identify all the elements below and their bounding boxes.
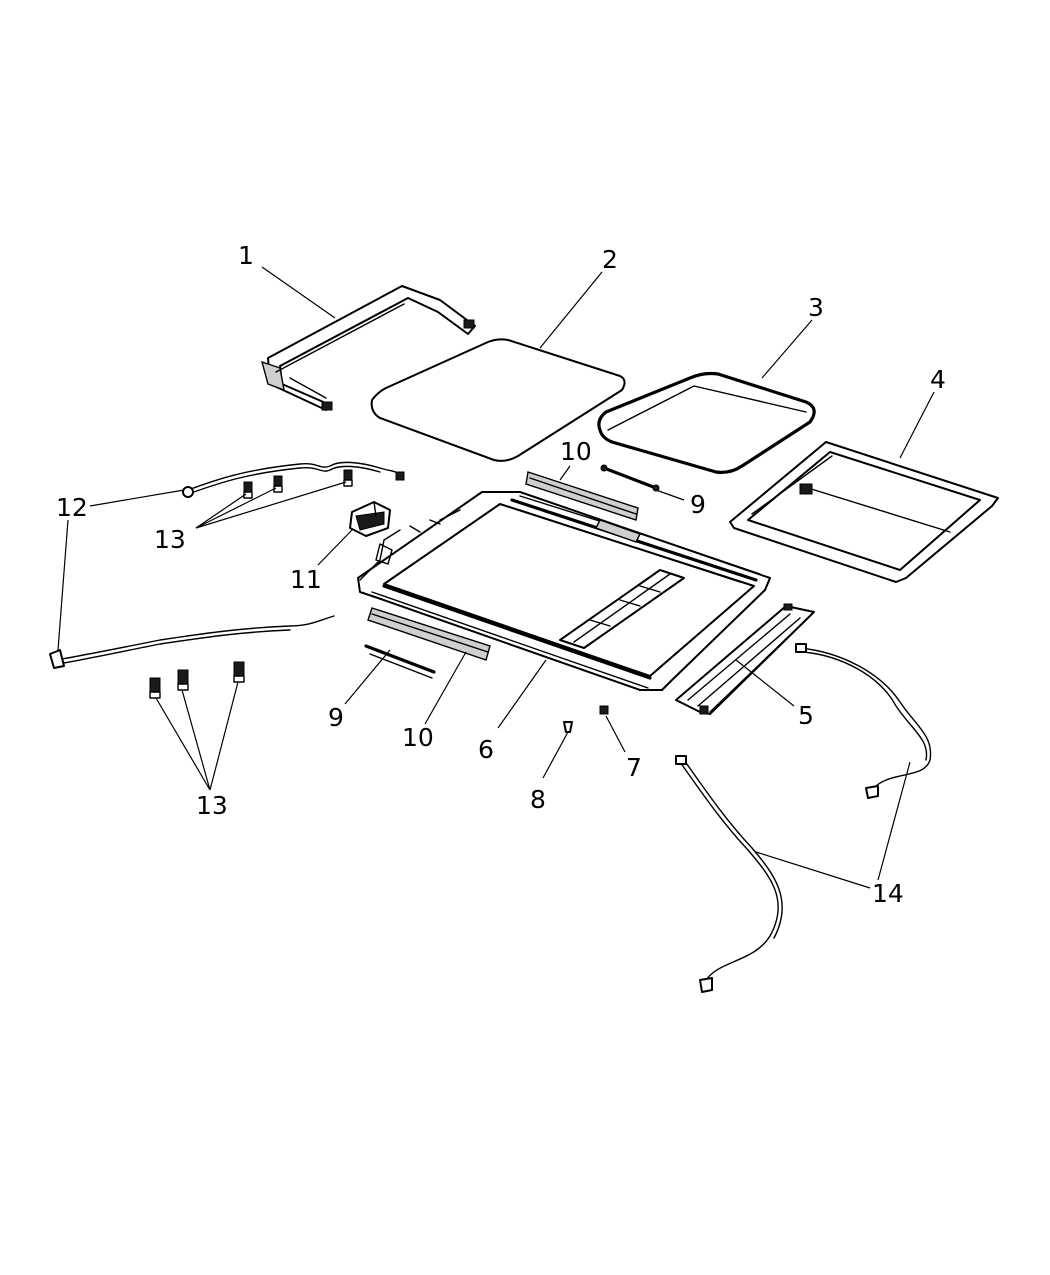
part-10-strip-lower [367, 607, 491, 661]
part-9-strip-upper [600, 464, 660, 492]
leader-lines [57, 266, 935, 889]
callout-3: 3 [808, 293, 824, 322]
callout-12: 12 [56, 493, 88, 522]
part-12-harness-upper [182, 461, 405, 498]
part-4-rear-glass-frame [729, 441, 999, 583]
callout-labels: 1 2 3 4 5 6 7 8 9 9 10 10 11 12 13 13 14 [56, 241, 946, 908]
part-7-fastener [599, 705, 609, 715]
callout-8: 8 [530, 785, 546, 814]
callout-6: 6 [478, 735, 494, 764]
callout-10-upper: 10 [560, 437, 592, 466]
part-13-clips-upper [243, 469, 353, 499]
part-12-harness-lower [49, 615, 335, 669]
part-14-drain-hose-left [675, 755, 783, 993]
callout-1: 1 [238, 241, 254, 270]
callout-11: 11 [290, 565, 322, 594]
part-8-fastener [563, 721, 573, 733]
callout-2: 2 [602, 245, 618, 274]
callout-9-upper: 9 [690, 490, 706, 519]
callout-13-lower: 13 [196, 791, 228, 820]
callout-7: 7 [626, 753, 642, 782]
callout-13-upper: 13 [154, 525, 186, 554]
part-3-glass-seal [597, 371, 816, 474]
part-6-sunroof-frame-assembly [357, 491, 771, 691]
part-13-clips-lower [149, 661, 245, 699]
part-10-strip-upper [525, 471, 639, 521]
callout-10-lower: 10 [402, 723, 434, 752]
part-14-drain-hose-right [795, 643, 932, 799]
part-1-front-frame [260, 285, 476, 411]
callout-9-lower: 9 [328, 703, 344, 732]
callout-14: 14 [872, 879, 904, 908]
callout-4: 4 [930, 365, 946, 394]
part-11-motor [349, 501, 391, 537]
part-9-strip-lower [364, 644, 436, 679]
part-2-glass-panel [370, 338, 626, 462]
part-5-rear-cross-member [675, 603, 815, 715]
callout-5: 5 [798, 701, 814, 730]
